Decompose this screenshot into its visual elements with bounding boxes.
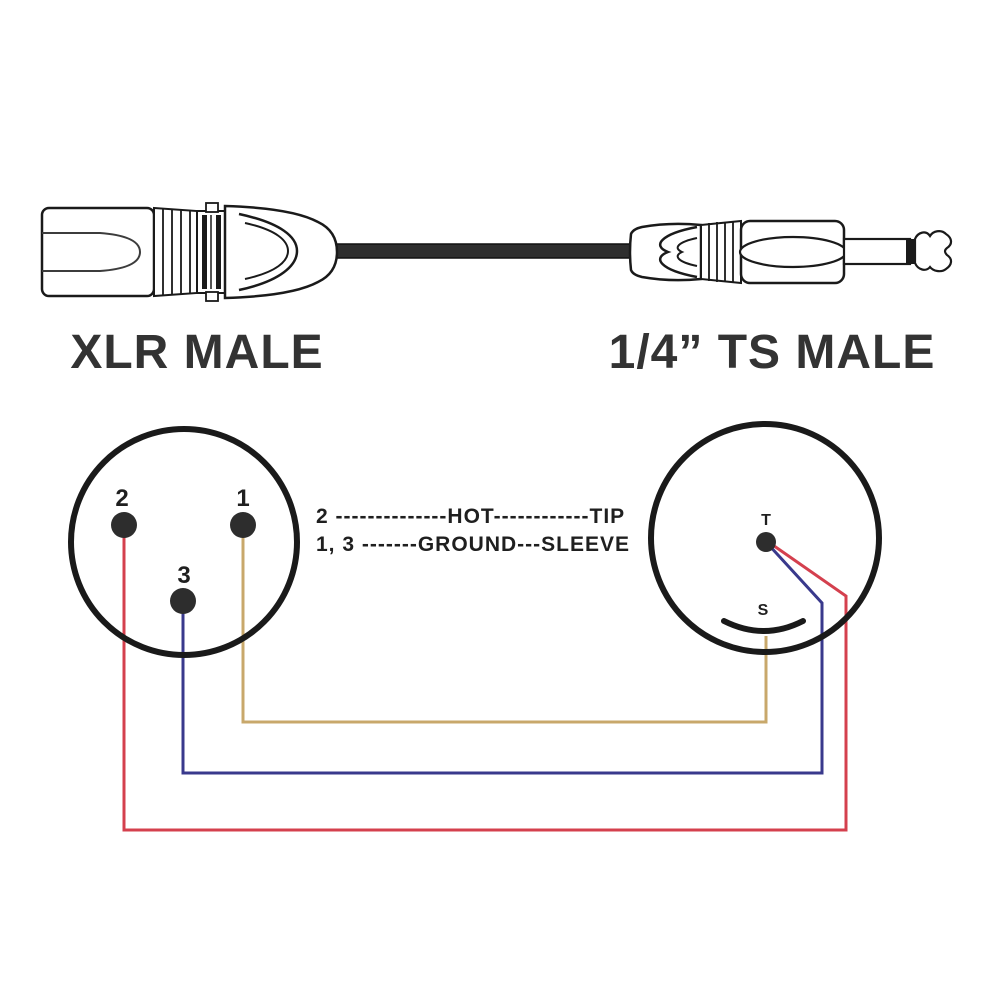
wiring-legend: 2 --------------HOT------------TIP 1, 3 … [316,505,630,556]
xlr-pinout-circle [68,426,300,658]
xlr-connector-art [40,202,339,302]
ts-ribbed-section [700,219,742,285]
xlr-nose [223,204,339,300]
xlr-rib-lines [162,209,191,295]
xlr-pin1-label: 1 [236,485,249,512]
ts-shaft [842,237,912,266]
xlr-pinout: 2 1 3 [68,426,300,658]
cable-illustration: XLR MALE 1/4” TS MALE [40,202,953,379]
ts-tip [913,230,953,273]
legend-hot-line: 2 --------------HOT------------TIP [316,505,625,528]
ts-boot-chevron-outer [658,225,698,279]
ts-sleeve-label: S [758,602,769,619]
xlr-pin2-dot [111,512,137,538]
xlr-latch-tab-top [205,202,219,213]
cable-run [329,243,635,259]
ts-barrel-ellipse [738,235,848,269]
ts-boot-chevron-inner [676,237,698,267]
xlr-gasket-bar-right [216,215,221,289]
ts-insulator-ring [906,239,915,264]
xlr-body-highlight [42,232,142,272]
ts-male-label: 1/4” TS MALE [609,326,936,379]
xlr-male-label: XLR MALE [70,326,323,379]
legend-ground-line: 1, 3 -------GROUND---SLEEVE [316,533,630,556]
xlr-pin3-dot [170,588,196,614]
xlr-gasket-bar-left [202,215,207,289]
xlr-body [40,206,156,298]
pin3-ground-wire-blue [181,541,824,775]
xlr-pin1-dot [230,512,256,538]
xlr-latch-chevron-inner [244,222,290,280]
ts-tip-label: T [761,512,771,529]
ts-plug-art [628,219,953,285]
xlr-latch-tab-bottom [205,291,219,302]
ts-rib-lines [708,221,734,283]
ts-tip-dot [756,532,776,552]
pin1-to-sleeve-wire-tan [241,525,768,724]
pin2-hot-wire-red [122,525,848,832]
xlr-latch-chevron-outer [238,212,299,292]
ts-sleeve-arc [721,618,806,634]
ts-pinout-circle [648,421,882,655]
ts-pinout: T S [648,421,882,655]
wires [122,525,848,832]
xlr-pin2-label: 2 [115,485,128,512]
xlr-pin3-label: 3 [177,562,190,589]
